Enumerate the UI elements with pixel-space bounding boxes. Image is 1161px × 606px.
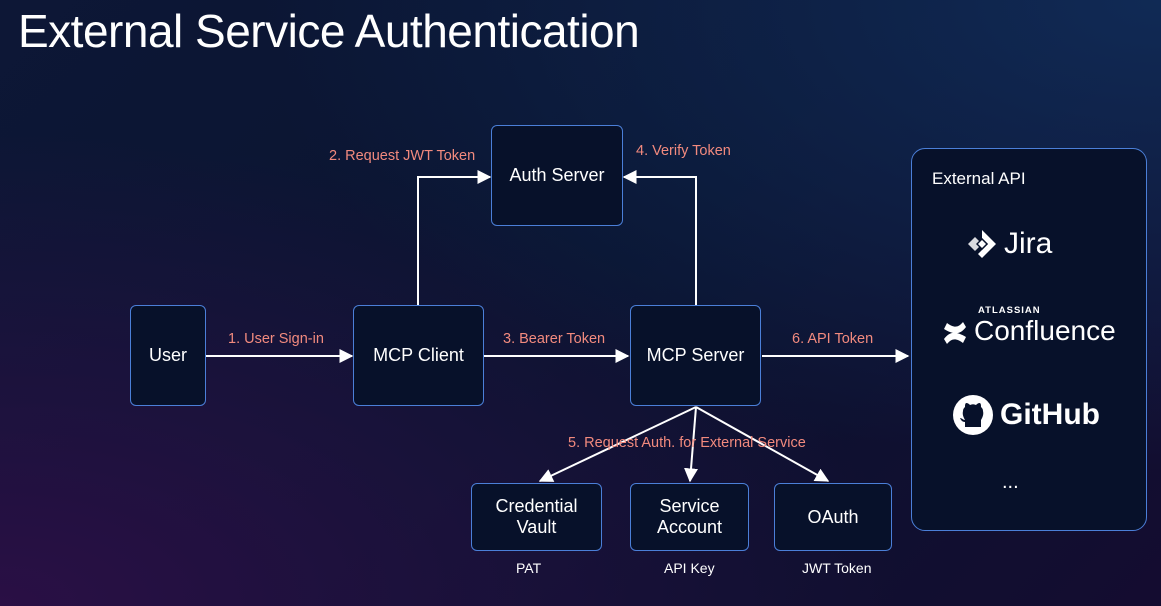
confluence-brand: ATLASSIAN [978, 304, 1041, 316]
arrow-server-to-oauth [695, 406, 830, 482]
edge-label-verify-token: 4. Verify Token [636, 143, 731, 159]
edge-label-bearer-token: 3. Bearer Token [503, 331, 606, 347]
github-logo: GitHub [952, 394, 1100, 436]
edge-label-request-auth: 5. Request Auth. for External Service [568, 435, 806, 451]
oauth-node: OAuth [774, 483, 892, 551]
confluence-icon [942, 319, 968, 347]
more-ellipsis: ... [1002, 471, 1019, 493]
arrow-server-to-service-account [684, 406, 698, 483]
jira-icon [966, 228, 998, 260]
github-icon [952, 394, 994, 436]
arrow-server-to-vault [538, 406, 697, 482]
edge-label-api-token: 6. API Token [792, 331, 874, 347]
arrow-client-to-auth [417, 170, 492, 305]
external-api-title: External API [932, 169, 1026, 188]
page-title: External Service Authentication [18, 5, 640, 57]
github-name: GitHub [1000, 398, 1100, 431]
edge-label-request-jwt: 2. Request JWT Token [329, 148, 476, 164]
confluence-name: Confluence [974, 314, 1116, 346]
caption-jwt-token: JWT Token [802, 560, 872, 576]
auth-server-node: Auth Server [491, 125, 623, 226]
user-node: User [130, 305, 206, 406]
mcp-client-node: MCP Client [353, 305, 484, 406]
mcp-server-node: MCP Server [630, 305, 761, 406]
jira-name: Jira [1004, 227, 1053, 260]
jira-logo: Jira [966, 227, 1052, 261]
caption-pat: PAT [516, 560, 542, 576]
external-api-panel: External API Jira ATLASSIAN Confluence [911, 148, 1147, 531]
arrow-server-to-auth [622, 170, 697, 305]
confluence-logo: ATLASSIAN Confluence [942, 303, 1116, 347]
caption-api-key: API Key [664, 560, 715, 576]
edge-label-user-sign-in: 1. User Sign-in [228, 331, 324, 347]
credential-vault-node: Credential Vault [471, 483, 602, 551]
service-account-node: Service Account [630, 483, 749, 551]
